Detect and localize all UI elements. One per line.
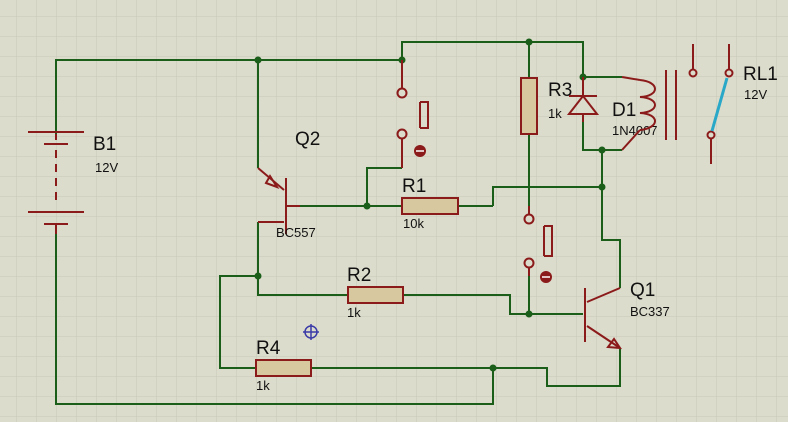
r2-label: R2 <box>347 265 371 286</box>
pushbutton-sw1[interactable] <box>396 60 429 168</box>
d1-label: D1 <box>612 100 636 121</box>
rl1-common-contact <box>706 130 716 140</box>
q1-emitter-arrow <box>606 337 622 350</box>
relay-rl1[interactable]: RL1 12V <box>621 44 778 164</box>
q2-label: Q2 <box>295 129 320 150</box>
r2-body <box>347 286 404 304</box>
q1-collector-lead <box>586 287 621 303</box>
sw1-contact <box>396 128 408 140</box>
sw1-actuator <box>420 101 429 129</box>
r4-body <box>255 359 312 377</box>
pushbutton-sw2[interactable] <box>523 206 553 283</box>
resistor-r3[interactable]: R3 1k <box>520 77 572 135</box>
wire-q1-emitter[interactable] <box>311 348 621 387</box>
wire-r1-to-collector[interactable] <box>492 186 602 206</box>
junction-dot <box>525 310 533 318</box>
wire-top-right-rail[interactable] <box>401 41 584 77</box>
transistor-q1[interactable]: Q1 BC337 <box>584 280 670 350</box>
r4-value: 1k <box>256 378 270 393</box>
sw2-contact <box>523 257 535 269</box>
r1-label: R1 <box>402 176 426 197</box>
rl1-switch-arm <box>710 77 729 132</box>
diode-d1[interactable]: D1 1N4007 <box>566 77 658 138</box>
rl1-coil-lead <box>621 76 641 81</box>
resistor-r1[interactable]: R1 10k <box>401 176 459 231</box>
d1-value: 1N4007 <box>612 123 658 138</box>
resistor-r4[interactable]: R4 1k <box>255 338 312 393</box>
rl1-coil-lead <box>621 129 641 151</box>
r3-label: R3 <box>548 80 572 101</box>
rl1-no-contact <box>724 68 734 78</box>
wire-q1-collector[interactable] <box>601 150 621 288</box>
q2-emitter-arrow <box>264 174 280 189</box>
r4-label: R4 <box>256 338 281 359</box>
junction-dot <box>489 364 497 372</box>
wire-sw1-bottom[interactable] <box>366 167 402 206</box>
wire-bottom-rail[interactable] <box>55 234 494 405</box>
b1-value: 12V <box>95 160 118 175</box>
junction-dot <box>525 38 533 46</box>
junction-dot <box>254 56 262 64</box>
junction-dot <box>598 183 606 191</box>
r3-body <box>520 77 538 135</box>
q1-label: Q1 <box>630 280 655 301</box>
wire-r2-q1-base[interactable] <box>403 294 583 315</box>
junctions <box>254 38 606 372</box>
sw1-contact <box>396 87 408 99</box>
wires <box>55 41 622 405</box>
junction-dot <box>598 146 606 154</box>
wire-q2-collector-r2[interactable] <box>257 222 348 296</box>
rl1-label: RL1 <box>743 64 778 85</box>
b1-label: B1 <box>93 134 116 155</box>
q1-value: BC337 <box>630 304 670 319</box>
r3-value: 1k <box>548 106 562 121</box>
q1-emitter-lead <box>586 325 621 349</box>
sw2-contact <box>523 213 535 225</box>
resistor-r2[interactable]: R2 1k <box>347 265 404 320</box>
rl1-value: 12V <box>744 87 767 102</box>
wire-top-left-rail[interactable] <box>55 59 402 134</box>
r2-value: 1k <box>347 305 361 320</box>
battery-b1[interactable]: B1 12V <box>28 131 118 234</box>
sw2-actuator <box>544 225 553 257</box>
r1-body <box>401 197 459 215</box>
transistor-q2[interactable]: Q2 BC557 <box>257 129 320 240</box>
junction-dot <box>254 272 262 280</box>
wire-coil-bottom[interactable] <box>582 122 622 151</box>
rl1-nc-contact <box>688 68 698 78</box>
rl1-coil <box>639 79 656 131</box>
origin-marker-icon <box>303 324 319 340</box>
q2-value: BC557 <box>276 225 316 240</box>
r1-value: 10k <box>403 216 424 231</box>
wire-r4-left[interactable] <box>219 275 258 369</box>
junction-dot <box>363 202 371 210</box>
